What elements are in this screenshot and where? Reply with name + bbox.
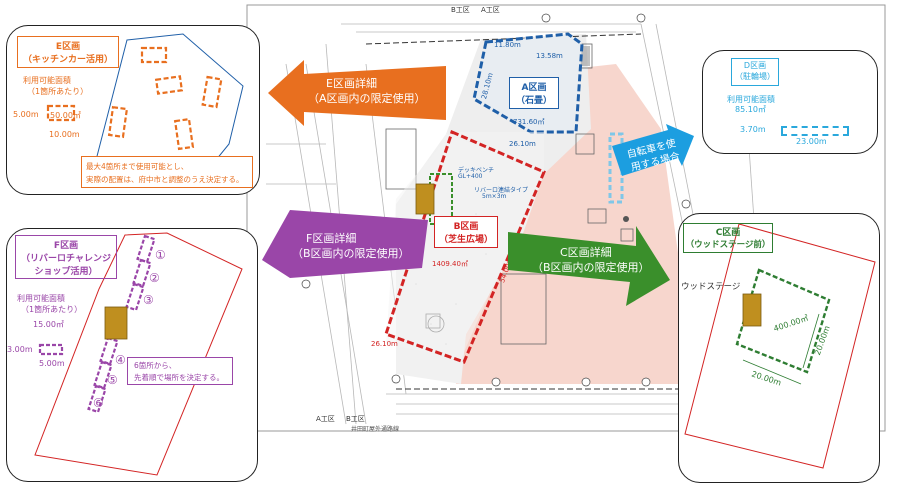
panel-f-num-2: ② — [149, 271, 160, 285]
panel-f-num-1: ① — [155, 248, 166, 262]
area-b-width: 26.10m — [371, 340, 398, 348]
panel-d: D区画 （駐輪場） 利用可能面積 85.10㎡ 3.70m 23.00m — [702, 50, 878, 154]
panel-f-height: 3.00m — [7, 345, 33, 354]
arrow-e-line-2: （A区画内の限定使用） — [308, 92, 426, 105]
panel-e-area: 50.00㎡ — [50, 111, 81, 120]
arrow-f-line-2: （B区画内の限定使用） — [292, 247, 410, 260]
area-a-sub: （石畳） — [515, 96, 552, 106]
panel-f-num-4: ④ — [115, 353, 126, 367]
arrow-c: C区画詳細 （B区画内の限定使用） — [508, 222, 670, 306]
area-a-top-dim-2: 13.58m — [536, 52, 563, 60]
area-a-top-dim: 11.80m — [494, 41, 521, 49]
panel-e-note-1: 最大4箇所まで使用可能とし、 — [86, 162, 189, 171]
panel-f-note-2: 先着順で場所を決定する。 — [134, 373, 224, 382]
map-bottom-label-b: B工区 — [346, 415, 365, 423]
panel-e-title-1: E区画 — [55, 42, 81, 52]
panel-c: C区画 （ウッドステージ前） ウッドステージ 400.00㎡ 20.00m 20… — [678, 213, 880, 483]
map-bottom-street: 井田町屋外通路線 — [351, 426, 400, 433]
panel-e: E区画 （キッチンカー活用） 利用可能面積 （1箇所あたり） 50.00㎡ 5.… — [6, 25, 260, 195]
panel-d-usable-label: 利用可能面積 — [727, 95, 775, 104]
panel-c-stage-label: ウッドステージ — [681, 282, 741, 292]
arrow-e: E区画詳細 （A区画内の限定使用） — [268, 60, 446, 126]
area-a-width: 26.10m — [509, 140, 536, 148]
panel-f-num-5: ⑤ — [107, 373, 118, 387]
panel-f-title-3: ショップ活用） — [34, 267, 98, 277]
arrow-d: 自転車を使 用する場合 — [612, 124, 694, 182]
panel-d-width: 23.00m — [796, 137, 827, 146]
panel-d-height: 3.70m — [740, 125, 766, 134]
panel-e-note-box: 最大4箇所まで使用可能とし、 実際の配置は、府中市と調整のうえ決定する。 — [81, 156, 253, 188]
panel-f-note-1: 6箇所から、 — [134, 361, 177, 370]
panel-f: F区画 （リバーロチャレンジ ショップ活用） 利用可能面積 （1箇所あたり） 1… — [6, 228, 258, 482]
arrow-c-line-1: C区画詳細 — [560, 246, 612, 259]
area-b-sub: （芝生広場） — [438, 235, 493, 245]
area-b-name-box: B区画 （芝生広場） — [434, 216, 498, 248]
panel-e-usable-sub: （1箇所あたり） — [27, 87, 89, 96]
area-b-note-2: GL+400 — [458, 173, 483, 180]
map-top-label-b: B工区 — [451, 6, 470, 14]
panel-e-width: 10.00m — [49, 130, 80, 139]
panel-f-title-1: F区画 — [53, 241, 79, 251]
panel-e-usable-label: 利用可能面積 — [23, 76, 71, 85]
panel-e-height: 5.00m — [13, 110, 39, 119]
map-top-label-a: A工区 — [481, 6, 500, 14]
panel-f-title-box: F区画 （リバーロチャレンジ ショップ活用） — [15, 235, 117, 279]
arrow-f: F区画詳細 （B区画内の限定使用） — [262, 210, 428, 278]
panel-c-title-1: C区画 — [715, 228, 741, 238]
area-b-note-4: 5m×3m — [482, 193, 507, 200]
panel-f-area: 15.00㎡ — [33, 320, 64, 329]
panel-f-width: 5.00m — [39, 359, 65, 368]
panel-d-area: 85.10㎡ — [735, 105, 766, 114]
panel-d-title-2: （駐輪場） — [735, 72, 775, 81]
area-a-name: A区画 — [521, 83, 547, 93]
area-b-note-3: リバーロ連結タイプ — [474, 187, 529, 194]
panel-c-title-box: C区画 （ウッドステージ前） — [683, 223, 773, 253]
map-bottom-label-a: A工区 — [316, 415, 335, 423]
arrow-c-line-2: （B区画内の限定使用） — [532, 261, 650, 274]
area-b-name: B区画 — [453, 222, 479, 232]
panel-d-title-box: D区画 （駐輪場） — [731, 58, 779, 86]
panel-c-title-2: （ウッドステージ前） — [685, 240, 771, 250]
area-b-note-1: デッキベンチ — [458, 167, 495, 174]
panel-d-rect — [781, 126, 849, 136]
arrow-e-line-1: E区画詳細 — [326, 77, 377, 90]
panel-f-note-box: 6箇所から、 先着順で場所を決定する。 — [127, 357, 233, 385]
area-a-name-box: A区画 （石畳） — [509, 77, 559, 109]
panel-f-usable-sub: （1箇所あたり） — [21, 305, 83, 314]
panel-e-title-2: （キッチンカー活用） — [22, 55, 113, 65]
area-a-area: 731.60㎡ — [513, 118, 545, 126]
panel-d-title-1: D区画 — [743, 61, 767, 70]
arrow-f-line-1: F区画詳細 — [306, 232, 357, 245]
panel-f-title-2: （リバーロチャレンジ — [21, 254, 111, 264]
panel-f-num-6: ⑥ — [93, 396, 104, 410]
panel-e-note-2: 実際の配置は、府中市と調整のうえ決定する。 — [86, 175, 244, 184]
area-b-area: 1409.40㎡ — [432, 260, 468, 268]
panel-f-usable-label: 利用可能面積 — [17, 294, 65, 303]
panel-e-title-box: E区画 （キッチンカー活用） — [17, 36, 119, 68]
panel-f-num-3: ③ — [143, 293, 154, 307]
